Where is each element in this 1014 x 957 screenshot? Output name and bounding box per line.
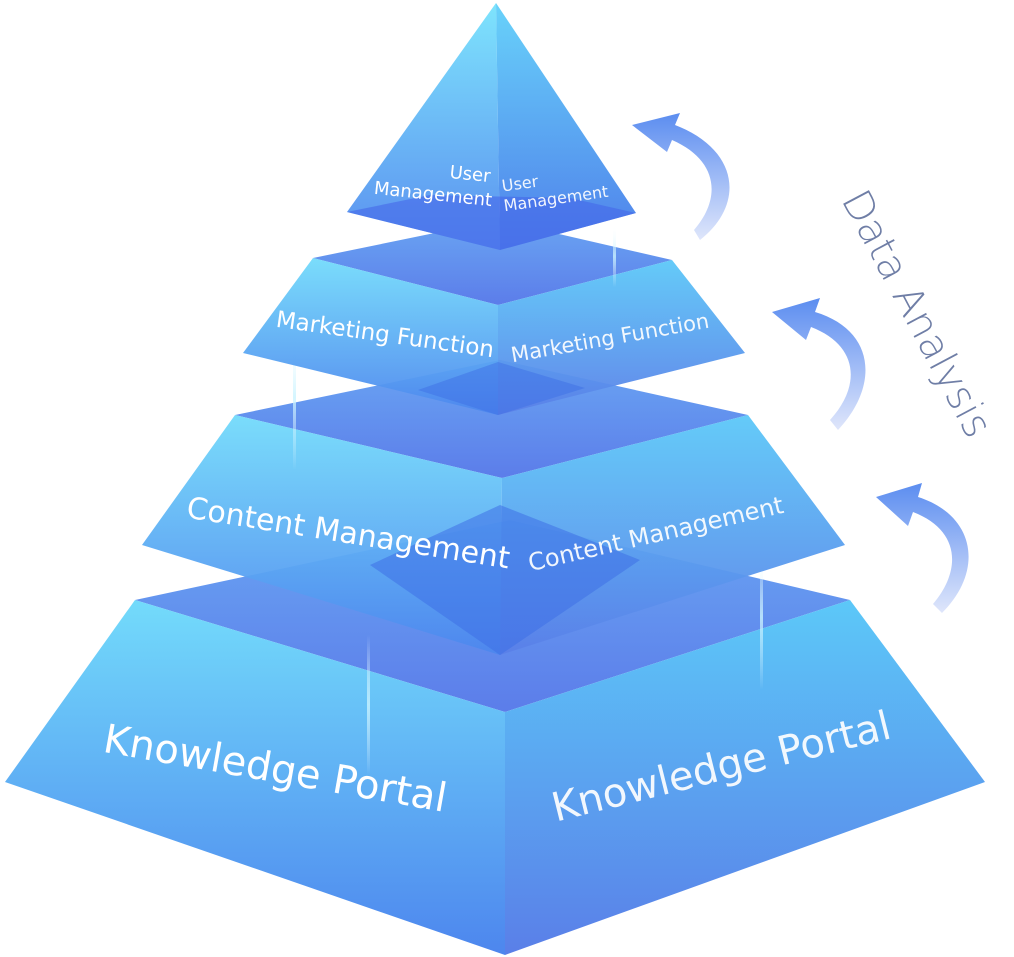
layer-top-front-label-line1: User bbox=[449, 162, 493, 187]
layer-base-side-face bbox=[505, 600, 985, 955]
layer-third-inner-shadow bbox=[370, 505, 640, 655]
layer-top-side-label-line1: User bbox=[501, 172, 540, 196]
arrow-middle bbox=[772, 298, 866, 430]
layer-second-inner-shadow bbox=[418, 362, 585, 415]
arrow-top bbox=[632, 113, 730, 240]
layer-top-front-face bbox=[347, 3, 500, 250]
layer-second-top-face bbox=[313, 220, 672, 305]
layer-top-side-face bbox=[496, 3, 636, 250]
layer-second-side-face bbox=[498, 260, 745, 415]
layer-third-front-face bbox=[142, 415, 502, 655]
layer-third-top-face bbox=[235, 360, 748, 478]
layer-base-front-face bbox=[5, 600, 505, 955]
layer-top: User Management User Management bbox=[347, 3, 636, 250]
layer-second-front-face bbox=[243, 258, 498, 415]
layer-third: Content Management Content Management bbox=[142, 325, 845, 655]
layer-second: Marketing Function Marketing Function bbox=[243, 220, 745, 415]
layer-top-bottom-shadow bbox=[347, 195, 636, 250]
arrow-bottom bbox=[876, 483, 969, 613]
data-analysis-caption: Data Analysis bbox=[832, 183, 1001, 446]
